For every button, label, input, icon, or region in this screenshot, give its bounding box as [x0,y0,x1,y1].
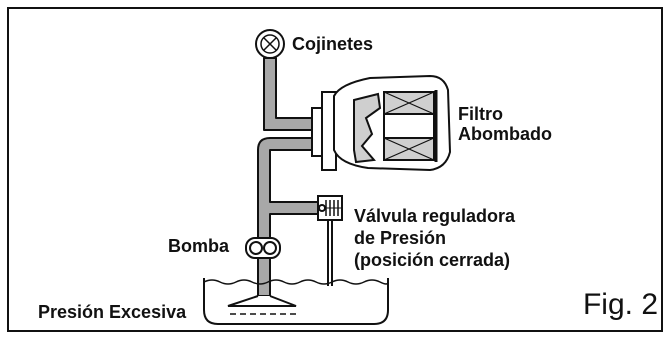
label-filtro-2: Abombado [458,124,552,144]
oil-pan [203,278,389,325]
label-cojinetes: Cojinetes [292,34,374,54]
pump [245,237,281,259]
label-valvula-3: (posición cerrada) [354,250,511,270]
label-valvula-1: Válvula reguladora [354,206,516,226]
filter-canister [311,74,452,172]
oil-pipes [257,57,319,297]
label-filtro-1: Filtro [458,104,503,124]
bearing-gauge-icon [255,29,285,59]
pressure-valve [317,195,343,286]
label-presion-excesiva: Presión Excesiva [38,302,187,322]
label-bomba: Bomba [168,236,230,256]
label-valvula-2: de Presión [354,228,447,248]
figure-label: Fig. 2 [582,288,658,321]
